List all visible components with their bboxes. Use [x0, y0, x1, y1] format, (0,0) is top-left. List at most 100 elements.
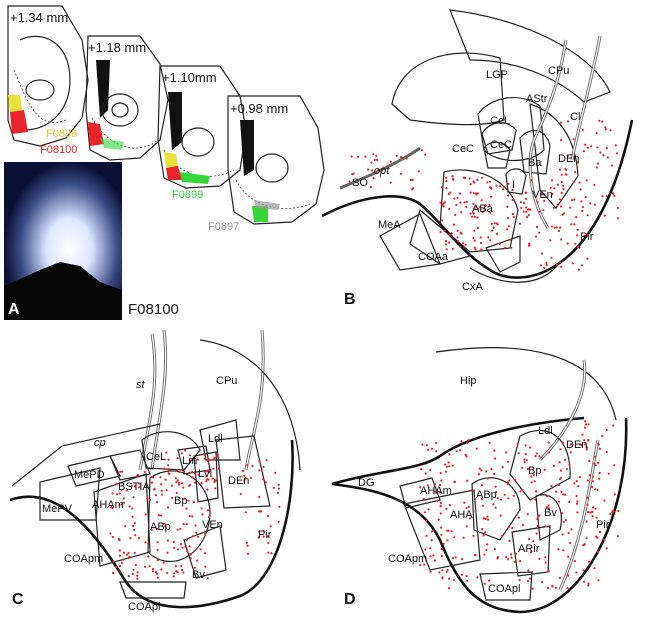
labeled-cell-dot [262, 529, 265, 532]
labeled-cell-dot [457, 240, 460, 243]
labeled-cell-dot [425, 534, 428, 537]
labeled-cell-dot [559, 226, 562, 229]
labeled-cell-dot [568, 500, 571, 504]
labeled-cell-dot [509, 238, 512, 241]
labeled-cell-dot [560, 180, 563, 184]
injection-photo [4, 162, 122, 320]
labeled-cell-dot [429, 469, 432, 472]
labeled-cell-dot [538, 455, 541, 458]
labeled-cell-dot [466, 441, 469, 444]
labeled-cell-dot [572, 138, 575, 141]
labeled-cell-dot [188, 454, 192, 457]
labeled-cell-dot [585, 423, 588, 426]
labeled-cell-dot [465, 205, 468, 208]
labeled-cell-dot [577, 268, 581, 271]
region-label: SO [352, 177, 368, 189]
labeled-cell-dot [472, 534, 475, 537]
labeled-cell-dot [571, 199, 574, 202]
labeled-cell-dot [468, 517, 471, 520]
labeled-cell-dot [206, 577, 209, 580]
labeled-cell-dot [517, 516, 520, 519]
labeled-cell-dot [569, 451, 572, 454]
labeled-cell-dot [552, 464, 556, 467]
labeled-cell-dot [481, 176, 484, 179]
labeled-cell-dot [598, 119, 601, 122]
labeled-cell-dot [424, 153, 427, 156]
labeled-cell-dot [507, 558, 510, 561]
labeled-cell-dot [441, 203, 444, 206]
labeled-cell-dot [490, 467, 493, 471]
labeled-cell-dot [521, 466, 524, 469]
labeled-cell-dot [528, 577, 532, 580]
labeled-cell-dot [477, 207, 480, 210]
labeled-cell-dot [131, 572, 134, 576]
labeled-cell-dot [484, 204, 487, 207]
labeled-cell-dot [449, 191, 452, 194]
labeled-cell-dot [124, 525, 127, 528]
case-label-f0898: F0898 [46, 128, 77, 140]
labeled-cell-dot [434, 490, 437, 493]
labeled-cell-dot [175, 491, 178, 494]
labeled-cell-dot [534, 455, 537, 458]
labeled-cell-dot [180, 543, 183, 546]
labeled-cell-dot [581, 128, 584, 131]
labeled-cell-dot [581, 264, 584, 267]
level-label: +1.34 mm [10, 10, 68, 25]
region-label: cp [94, 437, 106, 449]
labeled-cell-dot [181, 568, 184, 572]
labeled-cell-dot [440, 479, 443, 482]
injection-site-f0898 [8, 95, 22, 112]
labeled-cell-dot [166, 506, 170, 509]
labeled-cell-dot [580, 200, 583, 203]
labeled-cell-dot [517, 452, 520, 455]
labeled-cell-dot [521, 488, 524, 491]
labeled-cell-dot [543, 468, 546, 471]
labeled-cell-dot [110, 506, 113, 509]
labeled-cell-dot [427, 448, 430, 451]
labeled-cell-dot [453, 536, 456, 539]
labeled-cell-dot [179, 527, 182, 531]
labeled-cell-dot [512, 494, 515, 497]
labeled-cell-dot [583, 234, 586, 237]
labeled-cell-dot [208, 515, 211, 519]
labeled-cell-dot [243, 479, 246, 482]
labeled-cell-dot [563, 493, 567, 496]
labeled-cell-dot [574, 171, 577, 174]
labeled-cell-dot [545, 261, 548, 265]
labeled-cell-dot [506, 205, 509, 208]
panel-letter-d: D [344, 591, 356, 608]
labeled-cell-dot [593, 567, 596, 570]
labeled-cell-dot [112, 560, 115, 563]
labeled-cell-dot [421, 443, 424, 446]
region-label: Pir [580, 231, 594, 243]
labeled-cell-dot [605, 147, 609, 150]
labeled-cell-dot [351, 173, 354, 176]
labeled-cell-dot [445, 507, 448, 510]
labeled-cell-dot [587, 438, 590, 442]
labeled-cell-dot [202, 453, 205, 456]
labeled-cell-dot [479, 241, 483, 245]
labeled-cell-dot [435, 442, 438, 445]
labeled-cell-dot [119, 570, 122, 573]
labeled-cell-dot [436, 499, 439, 502]
labeled-cell-dot [211, 477, 214, 480]
labeled-cell-dot [451, 177, 454, 180]
labeled-cell-dot [531, 587, 534, 590]
labeled-cell-dot [174, 565, 177, 568]
labeled-cell-dot [583, 580, 586, 583]
region-label: DG [358, 477, 375, 489]
labeled-cell-dot [118, 492, 121, 495]
region-label: Hip [460, 375, 477, 387]
labeled-cell-dot [164, 525, 167, 528]
labeled-cell-dot [147, 555, 150, 558]
labeled-cell-dot [563, 212, 566, 215]
labeled-cell-dot [176, 457, 179, 460]
labeled-cell-dot [549, 239, 552, 242]
labeled-cell-dot [516, 442, 519, 445]
labeled-cell-dot [574, 242, 577, 245]
labeled-cell-dot [478, 467, 481, 470]
labeled-cell-dot [561, 512, 564, 515]
labeled-cell-dot [154, 571, 158, 574]
labeled-cell-dot [560, 490, 563, 493]
labeled-cell-dot [159, 476, 162, 479]
